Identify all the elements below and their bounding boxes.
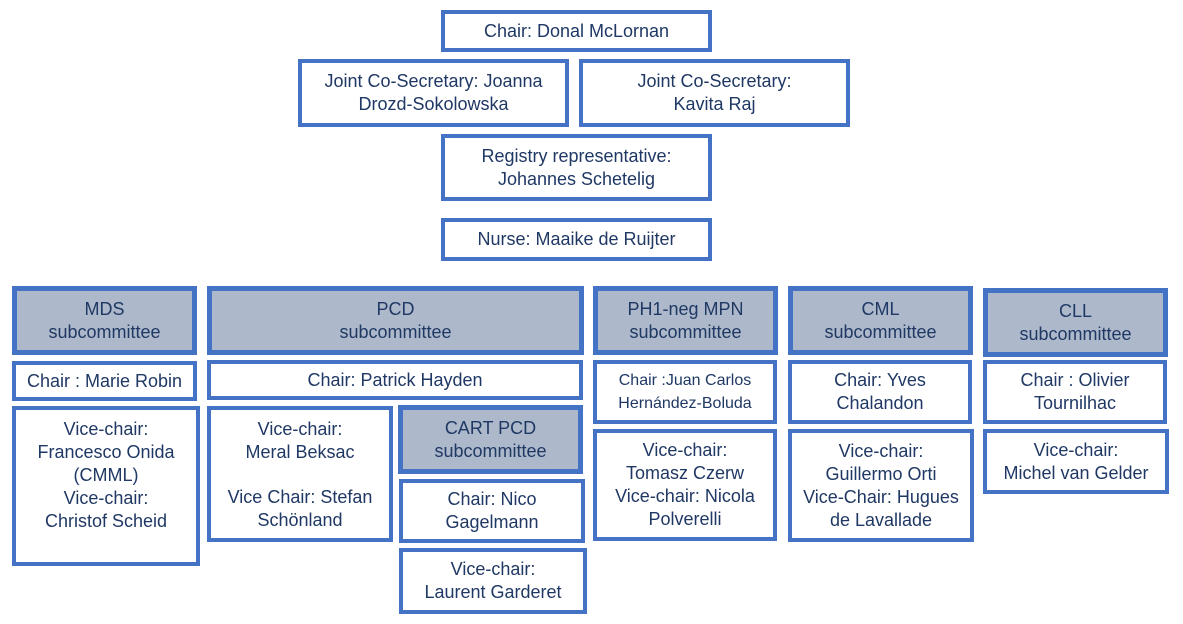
pcd-header: PCD subcommittee xyxy=(207,286,584,355)
cart-pcd-vice-line-1: Vice-chair: xyxy=(450,559,536,579)
cll-vice-line-2: Michel van Gelder xyxy=(1003,462,1149,483)
cll-header: CLL subcommittee xyxy=(983,288,1168,357)
mpn-header: PH1-neg MPN subcommittee xyxy=(593,286,778,355)
pcd-vice-line-1: Vice-chair: xyxy=(257,419,343,439)
cml-vice-box: Vice-chair: Guillermo Orti Vice-Chair: H… xyxy=(788,429,974,542)
chair-box: Chair: Donal McLornan xyxy=(441,10,712,52)
pcd-vice-box: Vice-chair: Meral Beksac Vice Chair: Ste… xyxy=(207,406,393,542)
mds-header-line-1: MDS xyxy=(84,298,125,319)
pcd-vice-line-4: Schönland xyxy=(257,510,343,530)
cml-header: CML subcommittee xyxy=(788,286,973,355)
cart-pcd-header: CART PCD subcommittee xyxy=(398,405,583,474)
mpn-vice-line-4: Polverelli xyxy=(648,509,722,529)
cart-pcd-chair-line-2: Gagelmann xyxy=(445,512,539,532)
pcd-header-line-1: PCD xyxy=(376,298,415,319)
mds-header: MDS subcommittee xyxy=(12,286,197,355)
cll-chair-line-2: Tournilhac xyxy=(1033,393,1117,413)
pcd-vice-line-2: Meral Beksac xyxy=(245,442,355,462)
mpn-vice-line-3: Vice-chair: Nicola xyxy=(615,486,755,506)
mpn-vice-line-1: Vice-chair: xyxy=(642,440,728,460)
mds-vice-line-4: Vice-chair: xyxy=(63,488,149,508)
cml-chair-line-2: Chalandon xyxy=(836,393,924,413)
mpn-header-line-2: subcommittee xyxy=(629,321,742,342)
cml-header-line-2: subcommittee xyxy=(824,321,937,342)
mds-vice-line-2: Francesco Onida xyxy=(37,442,175,462)
mpn-vice-box: Vice-chair: Tomasz Czerw Vice-chair: Nic… xyxy=(593,429,777,541)
co-secretary-1-box: Joint Co-Secretary: Joanna Drozd-Sokolow… xyxy=(298,59,569,127)
pcd-chair-text: Chair: Patrick Hayden xyxy=(307,369,483,390)
pcd-vice-line-3: Vice Chair: Stefan xyxy=(227,487,373,507)
cart-pcd-header-line-1: CART PCD xyxy=(444,417,537,438)
cart-pcd-header-line-2: subcommittee xyxy=(434,440,547,461)
mpn-header-line-1: PH1-neg MPN xyxy=(627,298,744,319)
cart-pcd-vice-box: Vice-chair: Laurent Garderet xyxy=(399,548,587,614)
cart-pcd-chair-line-1: Chair: Nico xyxy=(447,489,537,509)
registry-line-2: Johannes Schetelig xyxy=(497,168,656,189)
cll-header-line-2: subcommittee xyxy=(1019,323,1132,344)
cll-vice-box: Vice-chair: Michel van Gelder xyxy=(983,429,1169,494)
nurse-text: Nurse: Maaike de Ruijter xyxy=(477,229,676,249)
mds-vice-line-5: Christof Scheid xyxy=(44,511,168,531)
cml-vice-line-3: Vice-Chair: Hugues xyxy=(803,486,959,507)
cml-header-line-1: CML xyxy=(861,298,900,319)
co-secretary-1-line-2: Drozd-Sokolowska xyxy=(358,94,509,114)
cll-header-line-1: CLL xyxy=(1058,300,1093,321)
cml-chair-line-1: Chair: Yves xyxy=(834,370,926,390)
cml-vice-line-2: Guillermo Orti xyxy=(825,463,937,484)
pcd-chair-box: Chair: Patrick Hayden xyxy=(207,360,583,400)
nurse-box: Nurse: Maaike de Ruijter xyxy=(441,218,712,261)
cml-chair-box: Chair: Yves Chalandon xyxy=(788,360,972,424)
co-secretary-2-box: Joint Co-Secretary: Kavita Raj xyxy=(579,59,850,127)
mds-vice-box: Vice-chair: Francesco Onida (CMML) Vice-… xyxy=(12,406,200,566)
cll-chair-line-1: Chair : Olivier xyxy=(1020,370,1130,390)
cll-chair-box: Chair : Olivier Tournilhac xyxy=(983,360,1167,424)
registry-line-1: Registry representative: xyxy=(481,145,672,166)
co-secretary-2-line-2: Kavita Raj xyxy=(673,94,756,114)
mds-chair-box: Chair : Marie Robin xyxy=(12,361,197,401)
pcd-header-line-2: subcommittee xyxy=(339,321,452,342)
cart-pcd-chair-box: Chair: Nico Gagelmann xyxy=(399,479,585,543)
mds-vice-line-3: (CMML) xyxy=(73,465,139,485)
cll-vice-line-1: Vice-chair: xyxy=(1033,439,1119,460)
mds-header-line-2: subcommittee xyxy=(48,321,161,342)
cart-pcd-vice-line-2: Laurent Garderet xyxy=(424,582,562,602)
cml-vice-line-1: Vice-chair: xyxy=(838,440,924,461)
mpn-chair-line-2: Hernández-Boluda xyxy=(618,395,752,412)
mpn-chair-box: Chair :Juan Carlos Hernández-Boluda xyxy=(593,360,777,424)
registry-box: Registry representative: Johannes Schete… xyxy=(441,134,712,201)
chair-text: Chair: Donal McLornan xyxy=(483,20,670,41)
mpn-vice-line-2: Tomasz Czerw xyxy=(625,463,745,483)
co-secretary-1-line-1: Joint Co-Secretary: Joanna xyxy=(324,71,543,91)
cml-vice-line-4: de Lavallade xyxy=(829,509,933,530)
co-secretary-2-line-1: Joint Co-Secretary: xyxy=(637,71,792,91)
mds-vice-line-1: Vice-chair: xyxy=(63,419,149,439)
mpn-chair-line-1: Chair :Juan Carlos xyxy=(618,372,752,389)
mds-chair-text: Chair : Marie Robin xyxy=(26,370,183,391)
